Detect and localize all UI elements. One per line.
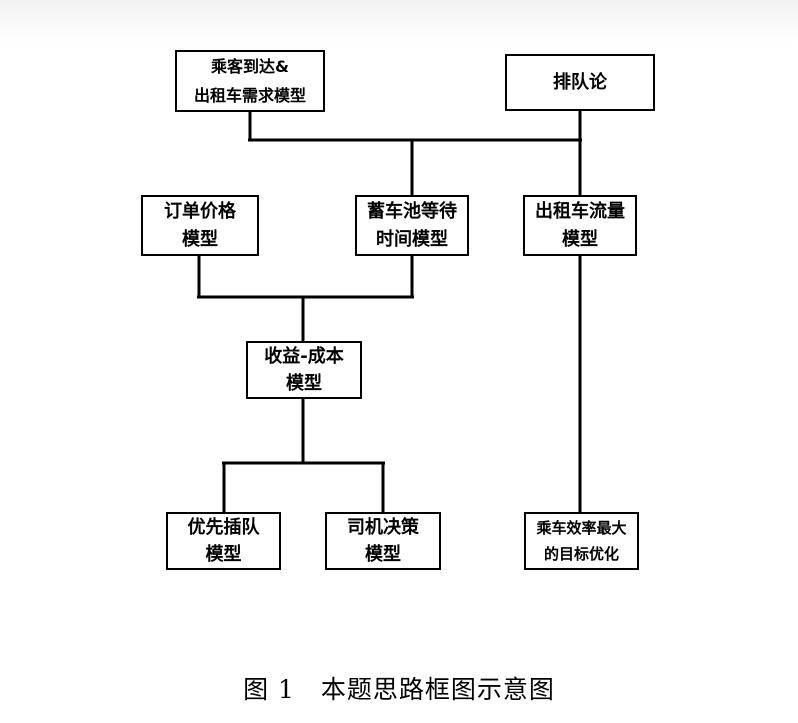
node-revenue-cost: 收益-成本 模型 <box>246 341 362 399</box>
node-driver-decision-label: 司机决策 模型 <box>347 517 419 565</box>
node-queuing-label: 排队论 <box>553 71 607 93</box>
node-order-price-label: 订单价格 模型 <box>164 200 236 250</box>
node-priority-queue: 优先插队 模型 <box>166 512 281 570</box>
node-efficiency-optimization-label: 乘车效率最大 的目标优化 <box>536 519 627 563</box>
node-priority-queue-label: 优先插队 模型 <box>187 517 260 565</box>
node-pool-wait-label: 蓄车池等待 时间模型 <box>367 200 457 250</box>
top-shading <box>0 0 798 44</box>
node-revenue-cost-label: 收益-成本 模型 <box>264 346 344 394</box>
figure-caption: 图 1 本题思路框图示意图 <box>243 675 555 704</box>
node-pool-wait: 蓄车池等待 时间模型 <box>355 195 469 256</box>
node-passenger-demand-label: 乘客到达& 出租车需求模型 <box>193 57 306 105</box>
node-order-price: 订单价格 模型 <box>141 195 259 256</box>
node-taxi-flow: 出租车流量 模型 <box>523 195 637 256</box>
node-efficiency-optimization: 乘车效率最大 的目标优化 <box>524 512 639 570</box>
node-driver-decision: 司机决策 模型 <box>325 512 441 570</box>
node-passenger-demand: 乘客到达& 出租车需求模型 <box>175 50 325 112</box>
node-queuing: 排队论 <box>505 54 655 111</box>
node-taxi-flow-label: 出租车流量 模型 <box>535 200 625 250</box>
